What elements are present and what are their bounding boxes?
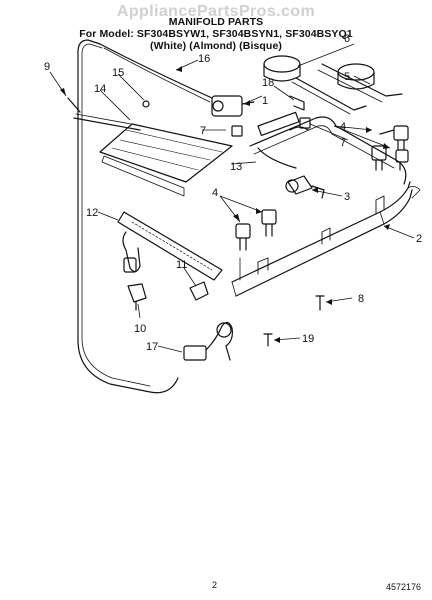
oven-valve	[285, 175, 325, 199]
page-number: 2	[212, 580, 218, 590]
callout-1: 1	[262, 95, 268, 107]
callout-13: 13	[230, 161, 242, 173]
fitting-7b	[299, 117, 311, 129]
top-burner-6	[263, 55, 367, 115]
igniter-17	[183, 321, 233, 361]
fitting-7a	[231, 125, 243, 137]
callout-6: 6	[344, 33, 350, 45]
callout-4-right: 4	[340, 121, 346, 133]
watermark: AppliancePartsPros.com	[116, 3, 316, 20]
callout-3: 3	[344, 191, 350, 203]
callout-11: 11	[176, 259, 187, 271]
callout-12: 12	[86, 207, 98, 219]
tube-16	[99, 43, 213, 99]
valve-1	[211, 95, 255, 117]
manifold-pipe	[231, 181, 411, 283]
callout-5: 5	[344, 71, 350, 83]
callout-19: 19	[302, 333, 314, 345]
diagram-title: MANIFOLD PARTS	[168, 16, 264, 28]
clip-11	[189, 281, 209, 301]
callout-9: 9	[44, 61, 50, 73]
callout-7-left: 7	[200, 125, 206, 137]
burner-valve-right-top	[379, 125, 409, 151]
screw-15	[142, 100, 150, 108]
burner-tube-12	[117, 211, 223, 281]
bracket-18	[289, 95, 305, 111]
screw-19	[263, 333, 273, 347]
callout-16: 16	[198, 53, 210, 65]
callout-14: 14	[94, 83, 106, 95]
model-line: For Model: SF304BSYW1, SF304BSYN1, SF304…	[79, 28, 353, 40]
document-number: 4572176	[386, 582, 422, 592]
callout-8: 8	[358, 293, 364, 305]
color-line: (White) (Almond) (Bisque)	[150, 40, 282, 52]
burner-valve-left-a	[235, 223, 251, 251]
heat-shield-14	[99, 123, 233, 197]
screw-8	[315, 295, 325, 311]
clamp-10	[127, 283, 147, 311]
pipe-9	[67, 97, 141, 131]
top-burner-5	[317, 63, 403, 103]
gas-tube	[77, 39, 179, 394]
burner-valve-right-mid	[371, 145, 387, 171]
igniter-wire-13	[257, 147, 297, 169]
valve-bracket	[249, 116, 407, 185]
callout-4-left: 4	[212, 187, 218, 199]
callout-15: 15	[112, 67, 124, 79]
callout-17: 17	[146, 341, 158, 353]
callout-7-right: 7	[340, 137, 346, 149]
burner-valve-right-low	[395, 149, 409, 171]
callout-10: 10	[134, 323, 146, 335]
callout-18: 18	[262, 77, 274, 89]
callout-2: 2	[416, 233, 422, 245]
burner-valve-left-b	[261, 209, 277, 237]
